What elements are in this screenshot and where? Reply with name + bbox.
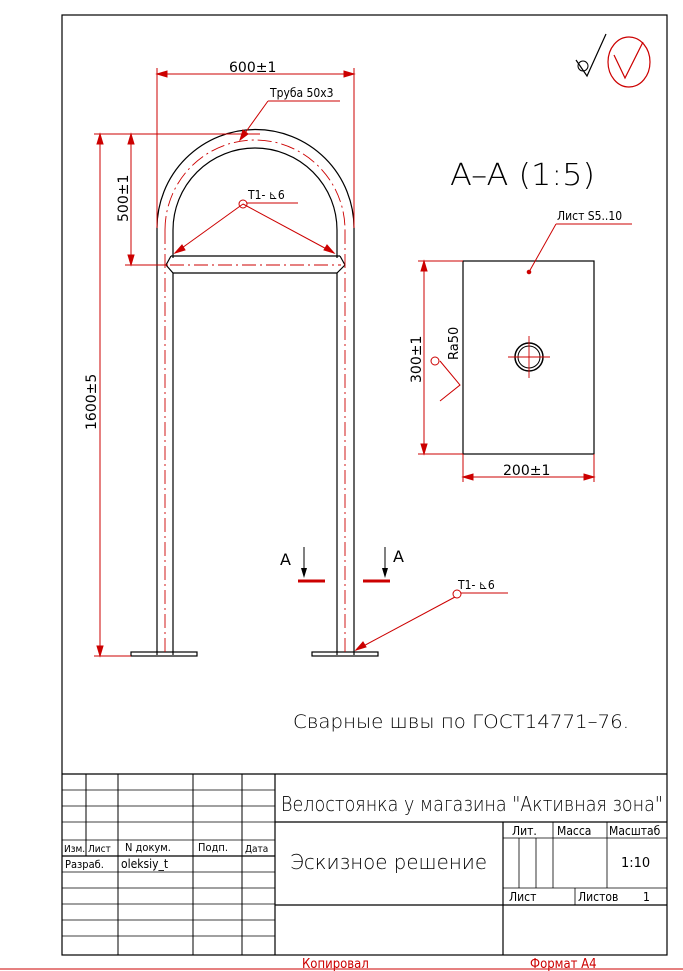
sheets-label: Листов — [578, 890, 618, 904]
lit-header: Лит. — [512, 824, 537, 838]
title-block — [62, 773, 667, 955]
bike-stand — [130, 128, 379, 657]
section-mark-right — [363, 547, 390, 583]
plate-leader — [526, 223, 632, 275]
width-dimension — [155, 68, 356, 228]
masshtab-header: Масштаб — [609, 824, 661, 838]
pipe-label: Труба 50x3 — [269, 86, 334, 100]
col-podp: Подп. — [198, 841, 228, 854]
footer-format: Формат А4 — [530, 957, 597, 971]
title-block-title: Велостоянка у магазина "Активная зона" — [281, 792, 663, 816]
row-razrab: Разраб. — [65, 858, 104, 871]
scale-value: 1:10 — [621, 856, 650, 871]
col-data: Дата — [245, 844, 268, 855]
weld-bottom-leader — [354, 589, 508, 651]
section-mark-right-label: A — [393, 547, 404, 566]
roughness-mark — [430, 356, 461, 402]
col-ndoc: N докум. — [125, 841, 171, 854]
width-dim-label: 600±1 — [229, 60, 276, 76]
sheet-label: Лист — [509, 890, 536, 904]
title-block-subtitle: Эскизное решение — [290, 850, 487, 874]
welding-note: Сварные швы по ГОСТ14771–76. — [293, 711, 629, 733]
section-mark-left — [298, 547, 325, 583]
massa-header: Масса — [557, 824, 591, 838]
col-izm: Изм. — [64, 844, 85, 855]
footer-copied: Копировал — [302, 957, 369, 971]
weld-top-leader — [173, 199, 336, 254]
plate-width-dimension — [461, 454, 596, 482]
section-mark-left-label: A — [280, 550, 291, 569]
roughness-label: Ra50 — [447, 327, 462, 360]
sheets-count: 1 — [643, 890, 650, 904]
plate-height-dim-label: 300±1 — [409, 336, 425, 383]
arch-dim-label: 500±1 — [116, 175, 132, 222]
drawing-frame — [61, 14, 668, 956]
weld-top-label: T1- ⊾6 — [247, 188, 285, 202]
height-dim-label: 1600±5 — [84, 374, 100, 430]
weld-bottom-label: T1- ⊾6 — [457, 578, 495, 592]
col-list: Лист — [88, 844, 111, 855]
base-plate-section — [462, 260, 595, 455]
height-dimension — [94, 132, 131, 658]
stand-centerlines — [164, 139, 346, 655]
arch-height-dimension — [125, 132, 260, 267]
author-name: oleksiy_t — [121, 857, 168, 871]
plate-width-dim-label: 200±1 — [503, 463, 550, 479]
plate-height-dimension — [418, 259, 463, 456]
plate-label: Лист S5..10 — [557, 209, 622, 223]
section-title: A–A (1:5) — [450, 158, 595, 193]
pipe-leader — [239, 100, 340, 142]
roughness-general-mark — [575, 33, 651, 88]
